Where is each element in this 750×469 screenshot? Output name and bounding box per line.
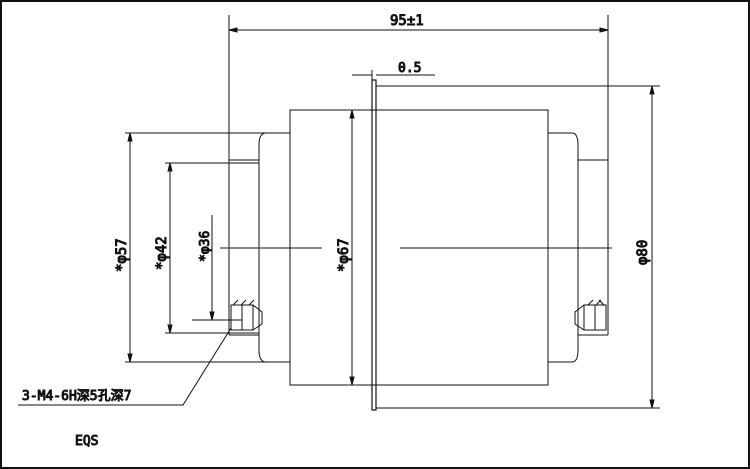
dim-bore-diameter: *φ36 — [198, 231, 213, 262]
dim-outer-diameter: φ80 — [635, 240, 651, 265]
thread-note: 3-M4-6H深5孔深7 — [22, 389, 131, 404]
dim-overall-length: 95±1 — [390, 13, 424, 29]
dim-plate-thickness: 0.5 — [398, 61, 421, 76]
dim-bolt-circle: *φ42 — [154, 236, 170, 270]
dim-body-diameter: *φ67 — [336, 238, 352, 272]
eqs-note: EQS — [75, 434, 98, 449]
dimension-lines — [18, 27, 660, 409]
dim-flange-diameter: *φ57 — [114, 238, 130, 272]
